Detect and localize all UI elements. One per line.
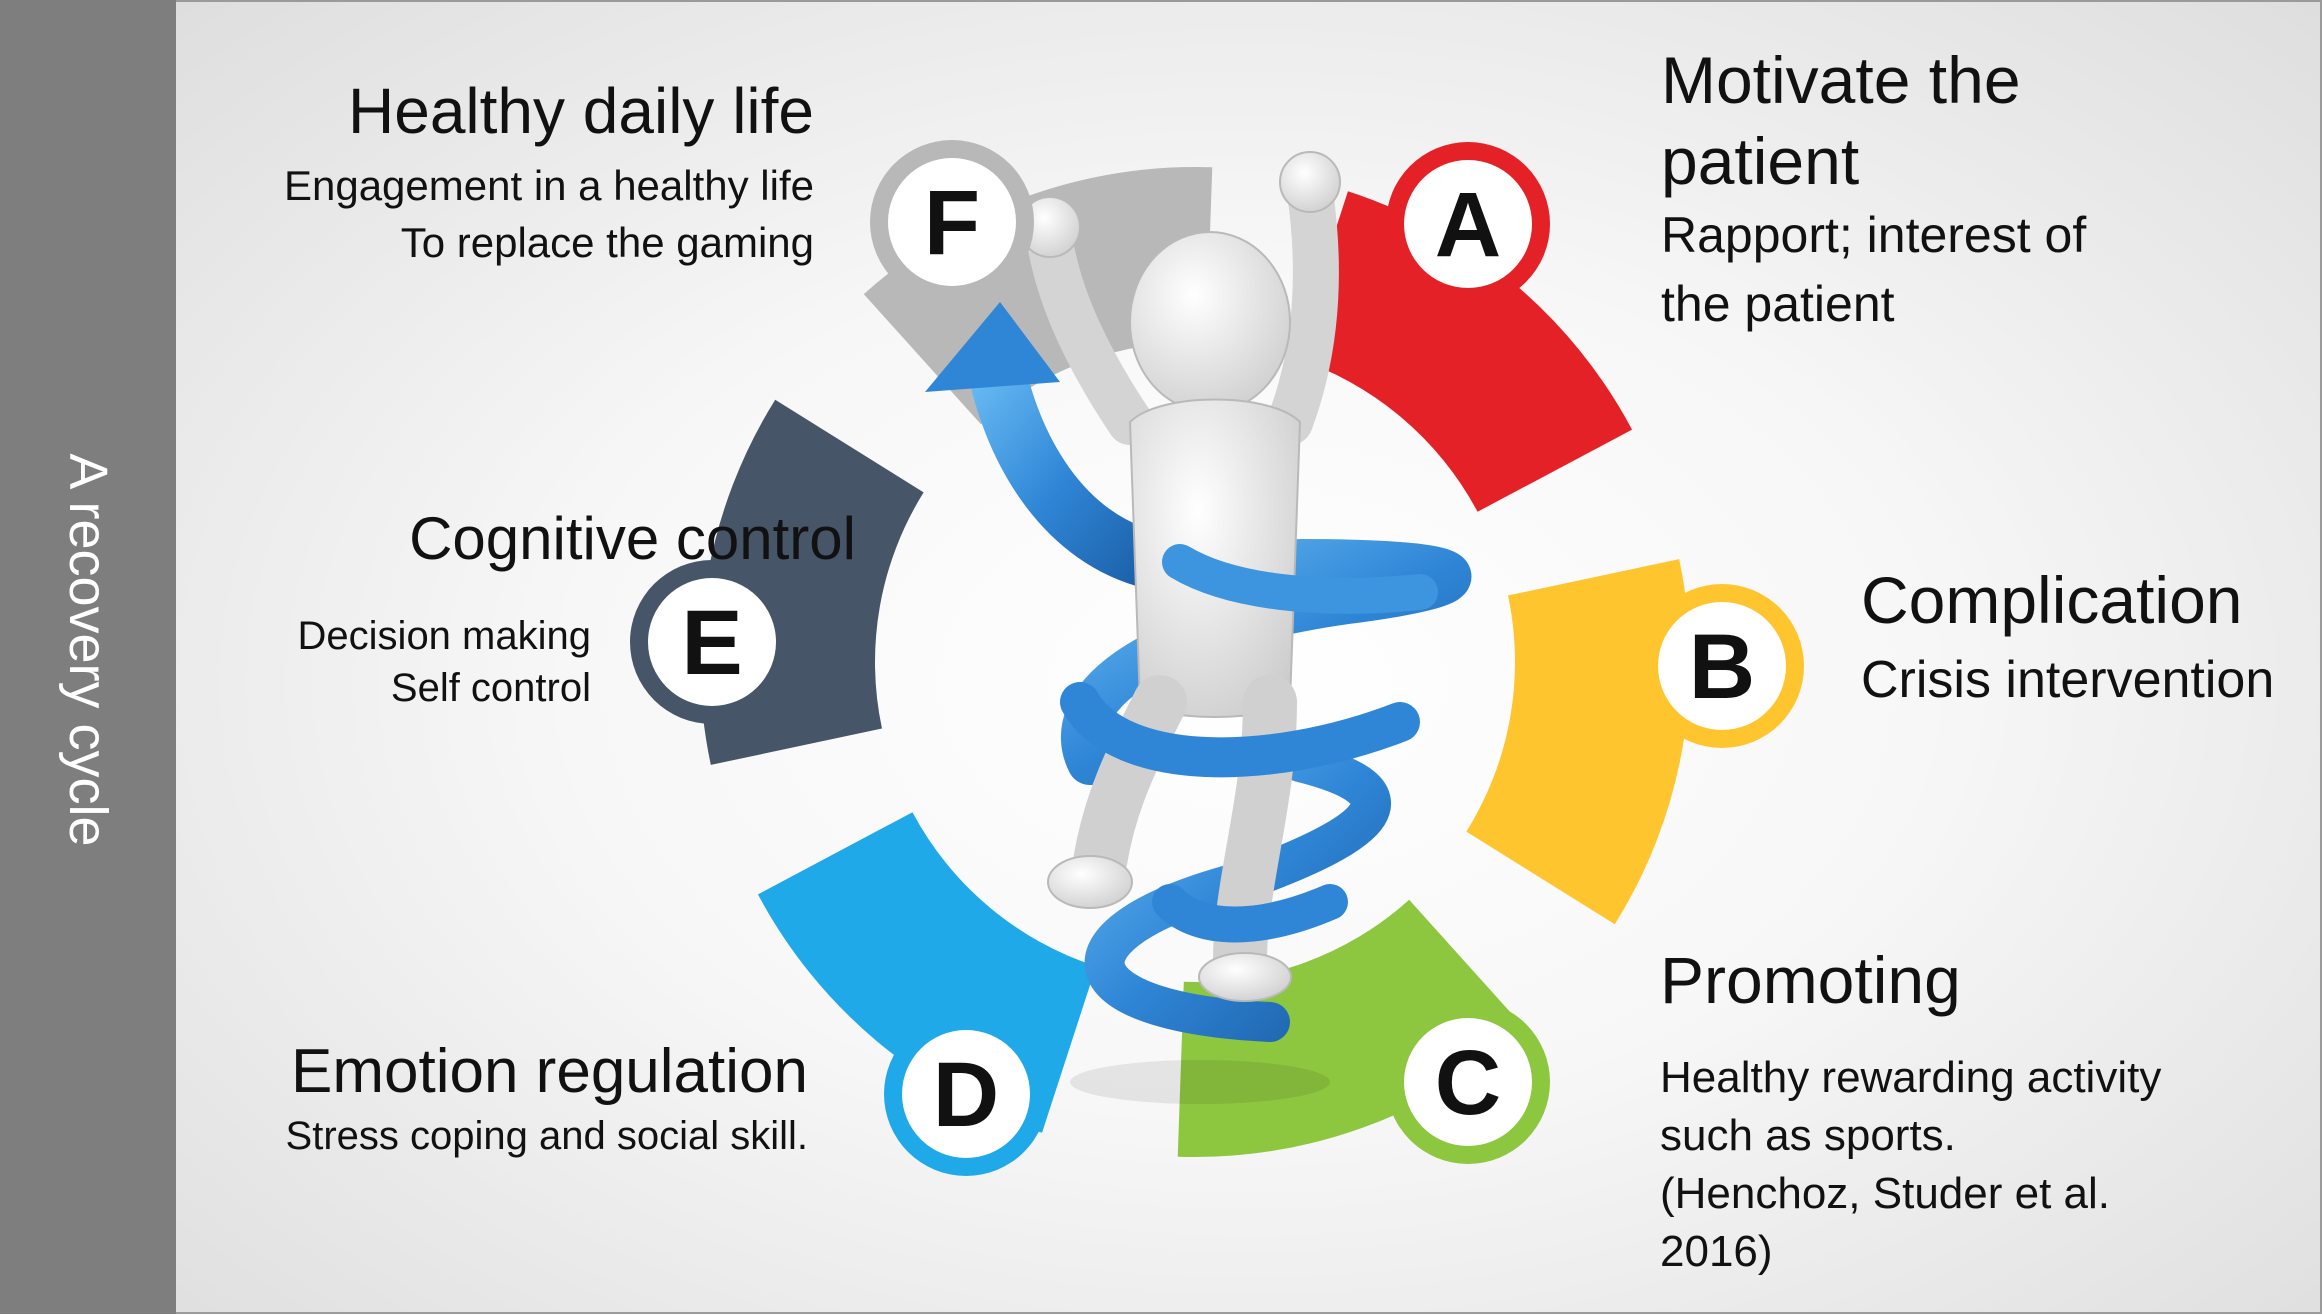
badge-e-letter: E: [681, 592, 742, 694]
badge-b-letter: B: [1689, 616, 1755, 718]
segment-a: [1293, 191, 1633, 512]
step-f-desc: Engagement in a healthy life To replace …: [196, 158, 814, 271]
sidebar-title: A recovery cycle: [58, 453, 118, 847]
step-f-desc-line: To replace the gaming: [400, 218, 814, 266]
step-c-desc-line: (Henchoz, Studer et al.: [1660, 1168, 2111, 1218]
segment-c: [1177, 899, 1527, 1157]
step-a-title: Motivate the patient: [1661, 40, 2281, 201]
step-e-desc: Decision making Self control: [196, 610, 591, 714]
step-d-title: Emotion regulation: [291, 1037, 808, 1106]
badge-d-letter: D: [933, 1044, 999, 1146]
badge-f-disc: [888, 158, 1016, 286]
step-c-desc-line: such as sports.: [1660, 1110, 1956, 1160]
step-c-text: Promoting Healthy rewarding activity suc…: [1660, 940, 2300, 1281]
recovery-cycle-diagram: A B C D E F: [630, 140, 1804, 1176]
step-a-title-line: Motivate the: [1661, 43, 2021, 117]
step-c-desc: Healthy rewarding activity such as sport…: [1660, 1049, 2300, 1281]
badge-d-disc: [902, 1030, 1030, 1158]
sidebar: A recovery cycle: [0, 0, 176, 1314]
step-c-title: Promoting: [1660, 943, 1961, 1017]
step-b-title: Complication: [1861, 563, 2243, 637]
step-c-desc-line: Healthy rewarding activity: [1660, 1052, 2162, 1102]
step-c-desc-line: 2016): [1660, 1226, 1773, 1276]
segment-f: [863, 167, 1213, 425]
step-a-text: Motivate the patient Rapport; interest o…: [1661, 40, 2281, 339]
cheering-figure-icon: [1019, 151, 1341, 1002]
badge-c-disc: [1404, 1018, 1532, 1146]
step-f-title: Healthy daily life: [348, 75, 814, 147]
step-e-title-wrap: Cognitive control: [196, 502, 856, 575]
step-d-text: Emotion regulation Stress coping and soc…: [196, 1034, 808, 1162]
diagram-stage: A B C D E F Motivate the patient Rapport; int…: [176, 0, 2322, 1314]
badge-f-letter: F: [924, 172, 980, 274]
step-e-desc-line: Self control: [390, 666, 591, 710]
step-a-desc-line: Rapport; interest of: [1661, 207, 2087, 264]
step-e-desc-line: Decision making: [297, 614, 591, 658]
step-a-desc-line: the patient: [1661, 276, 1895, 333]
step-e-title: Cognitive control: [409, 505, 856, 572]
badge-e-disc: [648, 578, 776, 706]
segment-b: [1466, 559, 1691, 925]
step-f-desc-line: Engagement in a healthy life: [283, 162, 814, 210]
badge-a-letter: A: [1435, 174, 1501, 276]
badge-c-letter: C: [1435, 1032, 1501, 1134]
step-d-desc: Stress coping and social skill.: [285, 1113, 808, 1158]
spiral-front-bands: [1060, 544, 1438, 943]
badge-a-disc: [1404, 160, 1532, 288]
badge-b-disc: [1658, 602, 1786, 730]
step-b-desc: Crisis intervention: [1861, 650, 2275, 709]
step-f-text: Healthy daily life Engagement in a healt…: [196, 72, 814, 271]
step-a-desc: Rapport; interest of the patient: [1661, 201, 2281, 339]
step-b-text: Complication Crisis intervention: [1861, 560, 2301, 714]
step-a-title-line: patient: [1661, 123, 1860, 198]
step-badges: A B C D E F: [630, 140, 1804, 1176]
